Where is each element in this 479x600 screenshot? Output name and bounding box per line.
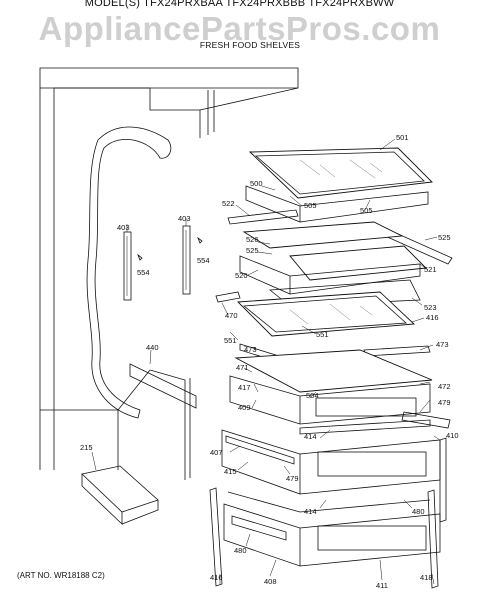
callout-215: 215 [80,443,93,452]
callout-554-a: 554 [137,268,150,277]
glass-526 [242,221,404,249]
glass-shelf-501 [248,147,433,199]
callout-417: 417 [238,383,251,392]
callout-505-b: 505 [360,206,373,215]
callout-labels: 501 500 522 505 505 525 526 525 521 520 … [80,133,459,590]
callout-520: 520 [235,271,248,280]
screw-554-left [137,253,143,261]
shelf-support-left [123,231,132,301]
side-rail-410 [439,437,447,523]
section-title: FRESH FOOD SHELVES [199,40,301,50]
leader-lines [91,138,441,585]
callout-411: 411 [376,581,388,590]
post-418 [427,489,439,589]
callout-521: 521 [424,265,437,274]
crisper-cover-471 [234,349,433,393]
callout-554-b: 554 [197,256,210,265]
callout-551-b: 551 [316,330,329,339]
callout-409: 409 [238,403,251,412]
callout-523: 523 [424,303,437,312]
post-416 [209,487,223,587]
callout-418: 418 [420,573,433,582]
callout-414-a: 414 [304,432,317,441]
art-number: (ART NO. WR18188 C2) [17,571,105,580]
callout-440: 440 [146,343,159,352]
callout-470: 470 [225,311,238,320]
cabinet-outline [39,67,299,480]
callout-480-b: 480 [234,546,247,555]
glass-521 [289,245,427,281]
watermark: AppliancePartsPros.com [38,10,441,47]
rail-522 [227,209,299,225]
divider-414 [299,419,431,435]
callout-416: 416 [426,313,439,322]
callout-471: 471 [236,363,249,372]
rail-479 [401,411,451,429]
callout-403-a: 403 [117,223,130,232]
callout-479-a: 479 [438,398,451,407]
door-gasket [86,126,172,419]
callout-504: 504 [306,391,319,400]
callout-479-b: 479 [286,474,299,483]
shelf-frame-500 [245,185,429,223]
frame-520 [239,255,421,295]
callout-500: 500 [250,179,263,188]
callout-522: 522 [222,199,235,208]
bin-440 [129,363,197,409]
callout-407: 407 [210,448,223,457]
callout-551-a: 551 [224,336,237,345]
crisper-408 [223,491,441,567]
pan-472 [229,375,431,425]
drawer-415 [221,429,441,495]
callout-501: 501 [396,133,409,142]
callout-526: 526 [246,235,259,244]
tray-215 [81,465,159,525]
model-numbers: MODEL(S) TFX24PRXBAA TFX24PRXBBB TFX24PR… [84,0,395,9]
callout-473-b: 473 [436,340,449,349]
bracket-470 [215,291,241,303]
callout-416-b: 416 [210,573,223,582]
callout-473-a: 473 [244,345,257,354]
callout-525-a: 525 [438,233,451,242]
callout-414-b: 414 [304,507,317,516]
glass-shelf-416 [236,291,416,337]
callout-505-a: 505 [304,201,317,210]
shelf-support-right [182,225,191,295]
callout-408: 408 [264,577,277,586]
screw-554-right [197,236,203,244]
callout-403-b: 403 [178,214,191,223]
callout-410: 410 [446,431,459,440]
callout-415: 415 [224,467,237,476]
callout-472: 472 [438,382,451,391]
callout-525-b: 525 [246,246,259,255]
callout-480-a: 480 [412,507,425,516]
